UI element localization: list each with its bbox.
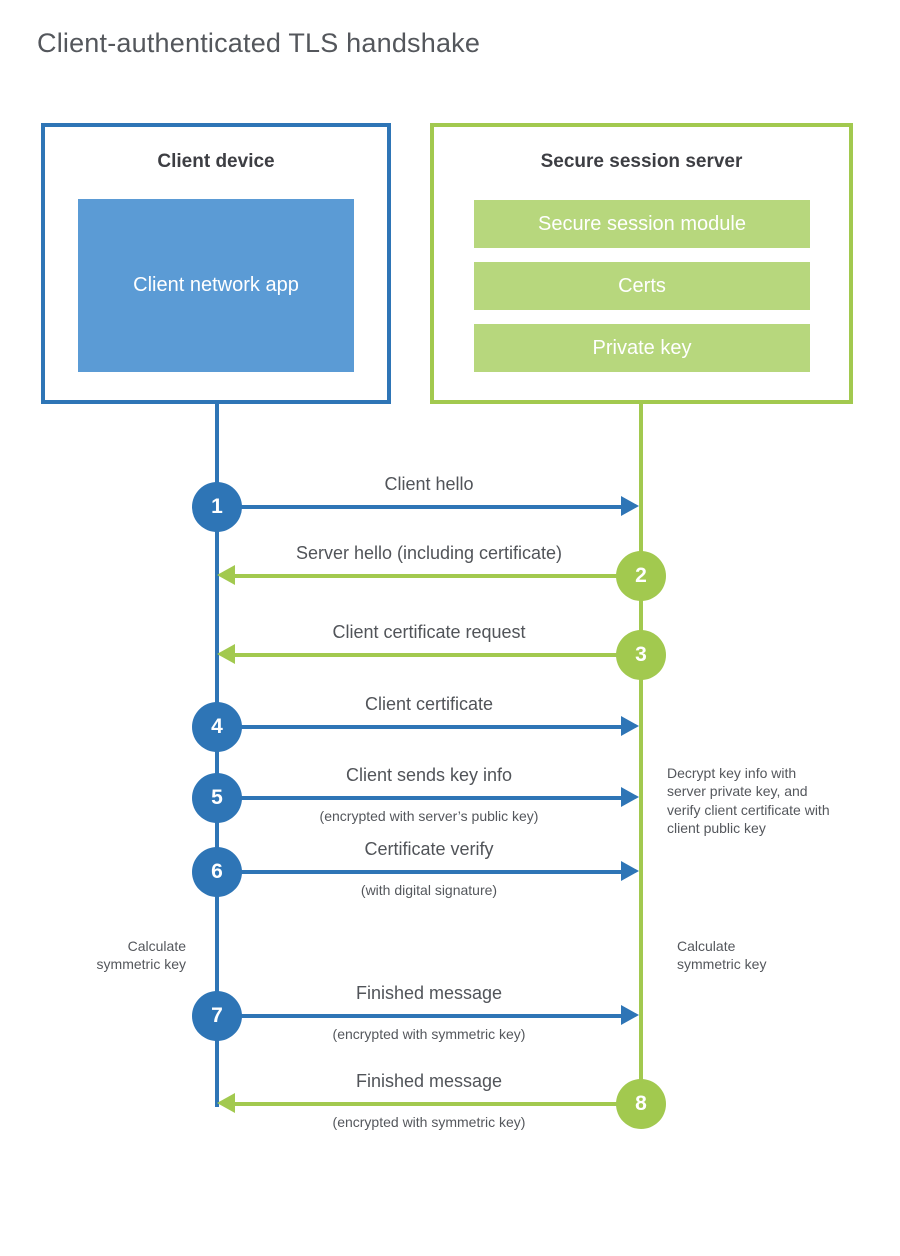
client-network-app-label: Client network app bbox=[133, 274, 299, 296]
arrow-right-icon bbox=[621, 1005, 639, 1025]
arrow-right-icon bbox=[621, 861, 639, 881]
arrow-right-icon bbox=[621, 496, 639, 516]
step-7-number-badge: 7 bbox=[192, 991, 242, 1041]
page-title: Client-authenticated TLS handshake bbox=[37, 28, 481, 58]
step-8-number: 8 bbox=[635, 1092, 647, 1115]
step-7-label: Finished message bbox=[355, 983, 503, 1003]
step-8-arrow-shaft bbox=[235, 1102, 641, 1106]
decrypt-key-info-note: Decrypt key info with server private key… bbox=[667, 765, 830, 837]
arrow-right-icon bbox=[621, 787, 639, 807]
client-device-box: Client device Client network app bbox=[41, 123, 391, 404]
step-5-label: Client sends key info bbox=[345, 765, 513, 785]
step-8-sublabel: (encrypted with symmetric key) bbox=[332, 1114, 526, 1130]
step-4-label: Client certificate bbox=[364, 694, 494, 714]
secure-session-server-title: Secure session server bbox=[540, 151, 743, 172]
step-5-number: 5 bbox=[211, 786, 223, 809]
step-3-number: 3 bbox=[635, 643, 647, 666]
server-lifeline bbox=[639, 404, 643, 1104]
client-device-title: Client device bbox=[157, 151, 275, 172]
step-6-label: Certificate verify bbox=[364, 839, 494, 859]
step-8-label: Finished message bbox=[355, 1071, 503, 1091]
server-module-private-key: Private key bbox=[474, 324, 810, 372]
step-1-number: 1 bbox=[211, 495, 223, 518]
arrow-left-icon bbox=[217, 565, 235, 585]
step-7-number: 7 bbox=[211, 1004, 223, 1027]
step-5-number-badge: 5 bbox=[192, 773, 242, 823]
step-5-sublabel: (encrypted with server’s public key) bbox=[319, 808, 539, 824]
step-1-number-badge: 1 bbox=[192, 482, 242, 532]
step-8-number-badge: 8 bbox=[616, 1079, 666, 1129]
server-module-certs: Certs bbox=[474, 262, 810, 310]
arrow-left-icon bbox=[217, 1093, 235, 1113]
client-network-app-box: Client network app bbox=[78, 199, 354, 372]
step-7-arrow-shaft bbox=[217, 1014, 623, 1018]
client-lifeline bbox=[215, 404, 219, 1107]
calculate-symmetric-key-server-note: Calculate symmetric key bbox=[677, 938, 767, 973]
step-2-arrow-shaft bbox=[235, 574, 641, 578]
calculate-symmetric-key-client-note: Calculate symmetric key bbox=[96, 938, 186, 973]
secure-session-server-box: Secure session server Secure session mod… bbox=[430, 123, 853, 404]
step-5-arrow-shaft bbox=[217, 796, 623, 800]
step-6-number: 6 bbox=[211, 860, 223, 883]
step-2-label: Server hello (including certificate) bbox=[295, 543, 563, 563]
step-6-number-badge: 6 bbox=[192, 847, 242, 897]
step-6-arrow-shaft bbox=[217, 870, 623, 874]
step-2-number: 2 bbox=[635, 564, 647, 587]
step-3-label: Client certificate request bbox=[332, 622, 526, 642]
step-2-number-badge: 2 bbox=[616, 551, 666, 601]
step-3-number-badge: 3 bbox=[616, 630, 666, 680]
arrow-right-icon bbox=[621, 716, 639, 736]
arrow-left-icon bbox=[217, 644, 235, 664]
step-6-sublabel: (with digital signature) bbox=[360, 882, 498, 898]
step-4-number: 4 bbox=[211, 715, 223, 738]
server-module-secure-session-module: Secure session module bbox=[474, 200, 810, 248]
step-1-label: Client hello bbox=[384, 474, 474, 494]
step-4-number-badge: 4 bbox=[192, 702, 242, 752]
step-3-arrow-shaft bbox=[235, 653, 641, 657]
step-7-sublabel: (encrypted with symmetric key) bbox=[332, 1026, 526, 1042]
step-4-arrow-shaft bbox=[217, 725, 623, 729]
step-1-arrow-shaft bbox=[217, 505, 623, 509]
